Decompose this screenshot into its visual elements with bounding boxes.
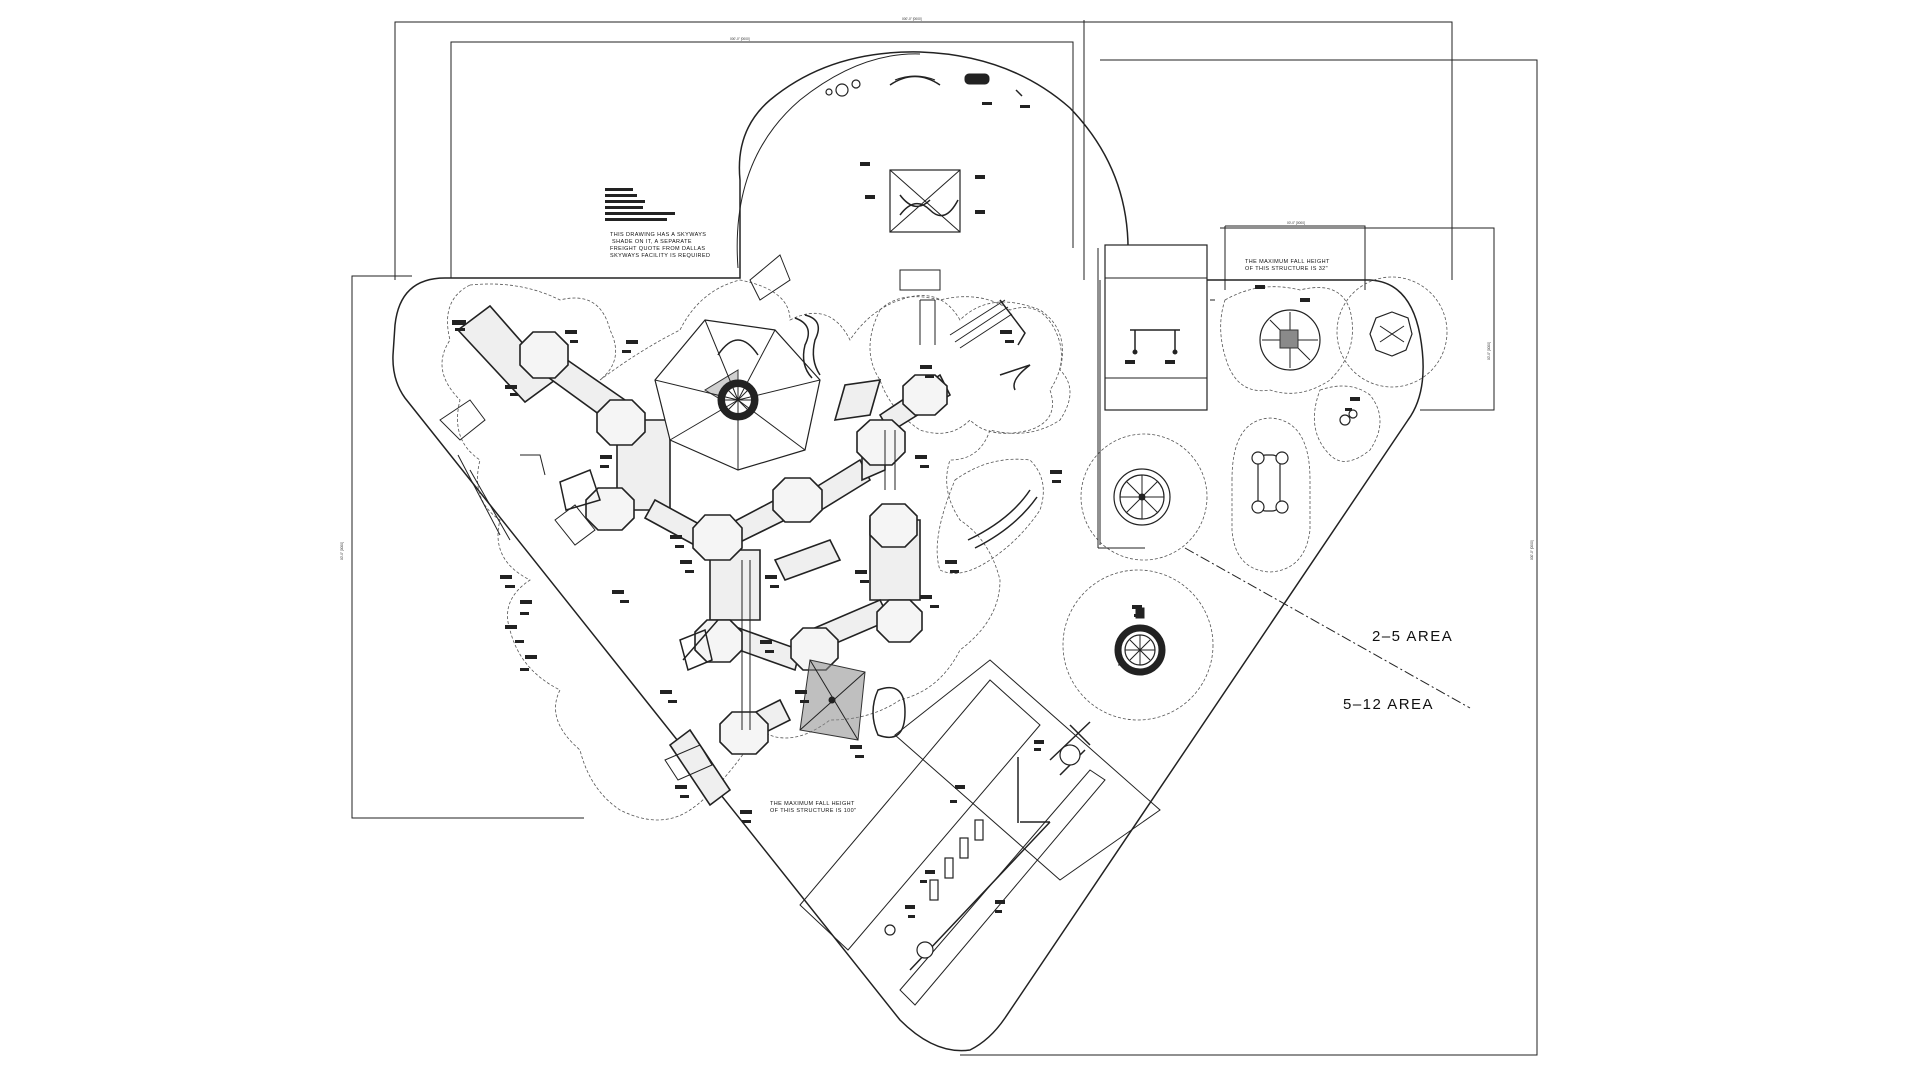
fall-height-note-large: THE MAXIMUM FALL HEIGHT OF THIS STRUCTUR… <box>770 801 856 814</box>
svg-text:000'-0" [0000]: 000'-0" [0000] <box>902 17 922 21</box>
fall-height-large-line-1: THE MAXIMUM FALL HEIGHT <box>770 801 855 807</box>
callout-labels <box>452 102 1360 918</box>
fall-height-small-line-2: OF THIS STRUCTURE IS 32" <box>1245 266 1328 272</box>
svg-text:00'-0" [0000]: 00'-0" [0000] <box>1487 342 1491 360</box>
dimension-lines: 000'-0" [0000] 000'-0" [0000] 00'-0" [00… <box>340 17 1538 1056</box>
skyways-notice-line-2: SHADE ON IT, A SEPARATE <box>612 239 692 245</box>
svg-text:000'-0" [0000]: 000'-0" [0000] <box>1530 540 1534 560</box>
skyways-notice-line-4: SKYWAYS FACILITY IS REQUIRED <box>610 253 710 259</box>
skyways-notice-line-1: THIS DRAWING HAS A SKYWAYS <box>610 232 706 238</box>
fall-height-large-line-2: OF THIS STRUCTURE IS 100" <box>770 808 856 814</box>
top-dome-equipment <box>825 73 1023 233</box>
svg-text:00'-0" [0000]: 00'-0" [0000] <box>340 542 344 560</box>
age-area-divider <box>1184 547 1471 709</box>
edge-markers <box>1097 250 1215 666</box>
area-label-2-5: 2–5 AREA <box>1372 628 1453 645</box>
misc-structure-lines <box>439 254 941 781</box>
pyramid-shade <box>799 659 906 741</box>
svg-text:00'-0" [0000]: 00'-0" [0000] <box>1287 221 1305 225</box>
slides-and-ladders <box>520 299 1038 730</box>
area-2-5-components <box>1104 244 1413 526</box>
skyways-notice-line-3: FREIGHT QUOTE FROM DALLAS <box>610 246 705 252</box>
play-structure-decks <box>519 331 948 755</box>
roundabout-5-12 <box>1114 607 1166 676</box>
hexagon-shade-structure <box>654 319 821 471</box>
skyways-notice: THIS DRAWING HAS A SKYWAYS SHADE ON IT, … <box>605 188 710 259</box>
svg-text:000'-0" [0000]: 000'-0" [0000] <box>730 37 750 41</box>
fall-height-note-small: THE MAXIMUM FALL HEIGHT OF THIS STRUCTUR… <box>1245 259 1330 272</box>
swing-area <box>799 659 1161 1006</box>
fall-height-small-line-1: THE MAXIMUM FALL HEIGHT <box>1245 259 1330 265</box>
area-label-5-12: 5–12 AREA <box>1343 696 1434 713</box>
safety-zones <box>441 276 1448 821</box>
